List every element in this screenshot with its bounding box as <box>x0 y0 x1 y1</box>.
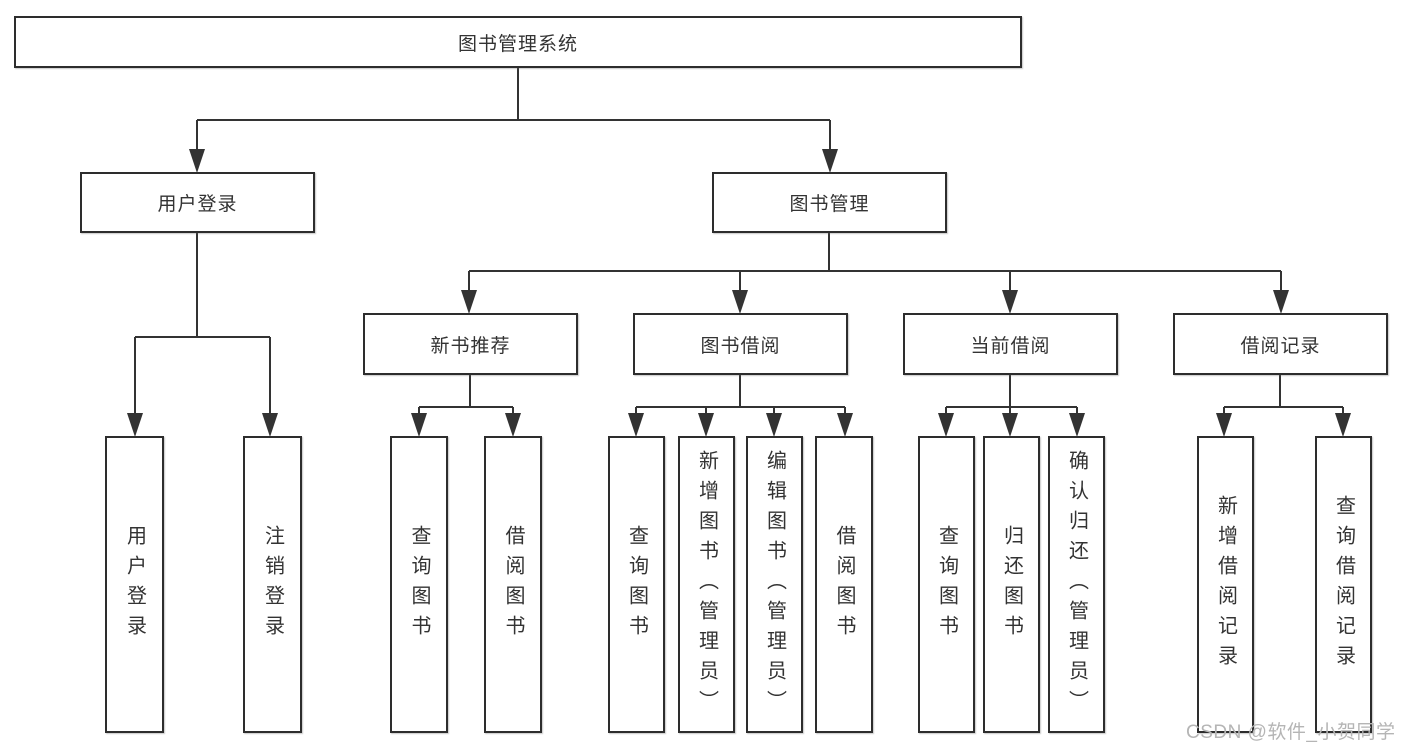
node-user-login: 用户登录 <box>80 172 315 233</box>
node-book-management: 图书管理 <box>712 172 947 233</box>
leaf-current-query-books: 查询图书 <box>918 436 975 733</box>
leaf-user-login: 用户登录 <box>105 436 164 733</box>
leaf-current-confirm-return-admin: 确认归还（管理员） <box>1048 436 1105 733</box>
leaf-borrow-borrow-books: 借阅图书 <box>815 436 873 733</box>
leaf-records-add-borrow-record-label: 新增借阅记录 <box>1214 494 1237 675</box>
node-new-book-recommendation-label: 新书推荐 <box>430 335 511 357</box>
leaf-current-return-books-label: 归还图书 <box>1000 524 1023 645</box>
leaf-borrow-add-books-admin-label: 新增图书（管理员） <box>695 449 718 720</box>
leaf-records-add-borrow-record: 新增借阅记录 <box>1197 436 1254 733</box>
node-user-login-label: 用户登录 <box>157 194 238 215</box>
node-borrowing-records-label: 借阅记录 <box>1240 335 1321 357</box>
node-book-borrowing: 图书借阅 <box>633 313 848 375</box>
node-root: 图书管理系统 <box>14 16 1022 68</box>
node-new-book-recommendation: 新书推荐 <box>363 313 578 375</box>
leaf-borrow-query-books-label: 查询图书 <box>625 524 648 645</box>
node-book-management-label: 图书管理 <box>789 194 870 215</box>
arrowheads <box>127 149 1351 437</box>
leaf-recommend-query-books: 查询图书 <box>390 436 448 733</box>
leaf-user-login-label: 用户登录 <box>123 524 146 645</box>
leaf-current-confirm-return-admin-label: 确认归还（管理员） <box>1065 449 1088 720</box>
leaf-recommend-query-books-label: 查询图书 <box>408 524 430 645</box>
leaf-current-query-books-label: 查询图书 <box>935 524 958 645</box>
leaf-borrow-borrow-books-label: 借阅图书 <box>833 524 855 645</box>
leaf-recommend-borrow-books-label: 借阅图书 <box>502 524 524 645</box>
node-current-borrowing-label: 当前借阅 <box>970 335 1051 357</box>
node-current-borrowing: 当前借阅 <box>903 313 1118 375</box>
watermark-text: CSDN @软件_小贺同学 <box>1186 722 1396 743</box>
leaf-borrow-edit-books-admin: 编辑图书（管理员） <box>746 436 803 733</box>
leaf-current-return-books: 归还图书 <box>983 436 1040 733</box>
leaf-recommend-borrow-books: 借阅图书 <box>484 436 542 733</box>
leaf-logout-login: 注销登录 <box>243 436 302 733</box>
node-borrowing-records: 借阅记录 <box>1173 313 1388 375</box>
leaf-records-query-borrow-record-label: 查询借阅记录 <box>1332 494 1355 675</box>
node-book-borrowing-label: 图书借阅 <box>700 335 781 357</box>
leaf-borrow-edit-books-admin-label: 编辑图书（管理员） <box>763 449 786 720</box>
leaf-records-query-borrow-record: 查询借阅记录 <box>1315 436 1372 733</box>
leaf-logout-login-label: 注销登录 <box>261 524 284 645</box>
leaf-borrow-query-books: 查询图书 <box>608 436 665 733</box>
leaf-borrow-add-books-admin: 新增图书（管理员） <box>678 436 735 733</box>
node-root-label: 图书管理系统 <box>457 33 578 55</box>
